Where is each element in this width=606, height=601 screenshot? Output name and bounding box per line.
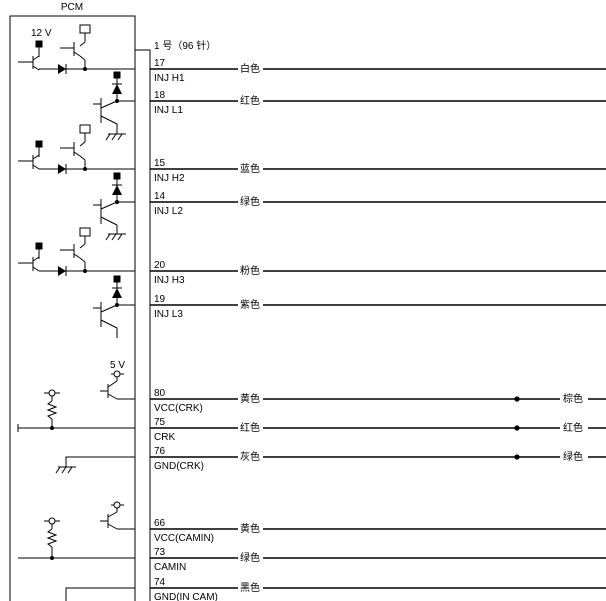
right-wire-color-label: 棕色 [563,392,583,405]
wire-color-label: 黑色 [240,581,260,594]
wire-color-label: 绿色 [240,195,260,208]
pin-number: 15 [154,158,166,169]
signal-name: INJ L1 [154,105,183,116]
injector-driver-group-1 [18,24,135,141]
signal-name: VCC(CAMIN) [154,533,214,544]
pin-number: 20 [154,260,166,271]
wire-color-label: 粉色 [240,264,260,277]
signal-name: CRK [154,432,175,443]
pin-number: 75 [154,417,166,428]
connector-bracket [135,49,151,601]
wire-color-label: 红色 [240,421,260,434]
pin-number: 66 [154,518,166,529]
signal-name: INJ H3 [154,275,185,286]
pin-number: 73 [154,547,166,558]
crank-sensor-circuit [17,370,135,474]
wire-color-label: 红色 [240,94,260,107]
signal-name: INJ H1 [154,73,185,84]
pcm-box-outline [9,15,136,601]
wire-color-label: 黄色 [240,522,260,535]
voltage-5v-label: 5 V [110,360,125,371]
signal-name: INJ L3 [154,309,183,320]
splice-dot [514,425,520,431]
connector-label: 1 号（96 针） [154,39,216,52]
signal-name: VCC(CRK) [154,403,203,414]
pcm-label: PCM [61,2,83,13]
pin-number: 76 [154,446,166,457]
signal-name: GND(CRK) [154,461,204,472]
pin-number: 18 [154,90,166,101]
wire-color-label: 黄色 [240,392,260,405]
pin-number: 74 [154,577,166,588]
splice-dot [514,454,520,460]
wire-color-label: 灰色 [240,450,260,463]
wire-color-label: 蓝色 [240,162,260,175]
wire-color-label: 白色 [240,62,260,75]
signal-name: CAMIN [154,562,186,573]
signal-name: INJ H2 [154,173,185,184]
right-wire-color-label: 红色 [563,421,583,434]
signal-name: GND(IN CAM) [154,592,218,601]
wire-color-label: 绿色 [240,551,260,564]
injector-driver-group-2 [18,124,135,241]
signal-name: INJ L2 [154,206,183,217]
wire-color-label: 紫色 [240,298,260,311]
voltage-12v-label: 12 V [31,28,52,39]
pin-number: 14 [154,191,166,202]
pin-number: 19 [154,294,166,305]
splice-dot [514,396,520,402]
injector-driver-group-3 [18,227,135,338]
intake-cam-sensor-circuit [18,501,135,601]
pin-number: 80 [154,388,166,399]
pin-number: 17 [154,58,166,69]
right-wire-color-label: 绿色 [563,450,583,463]
